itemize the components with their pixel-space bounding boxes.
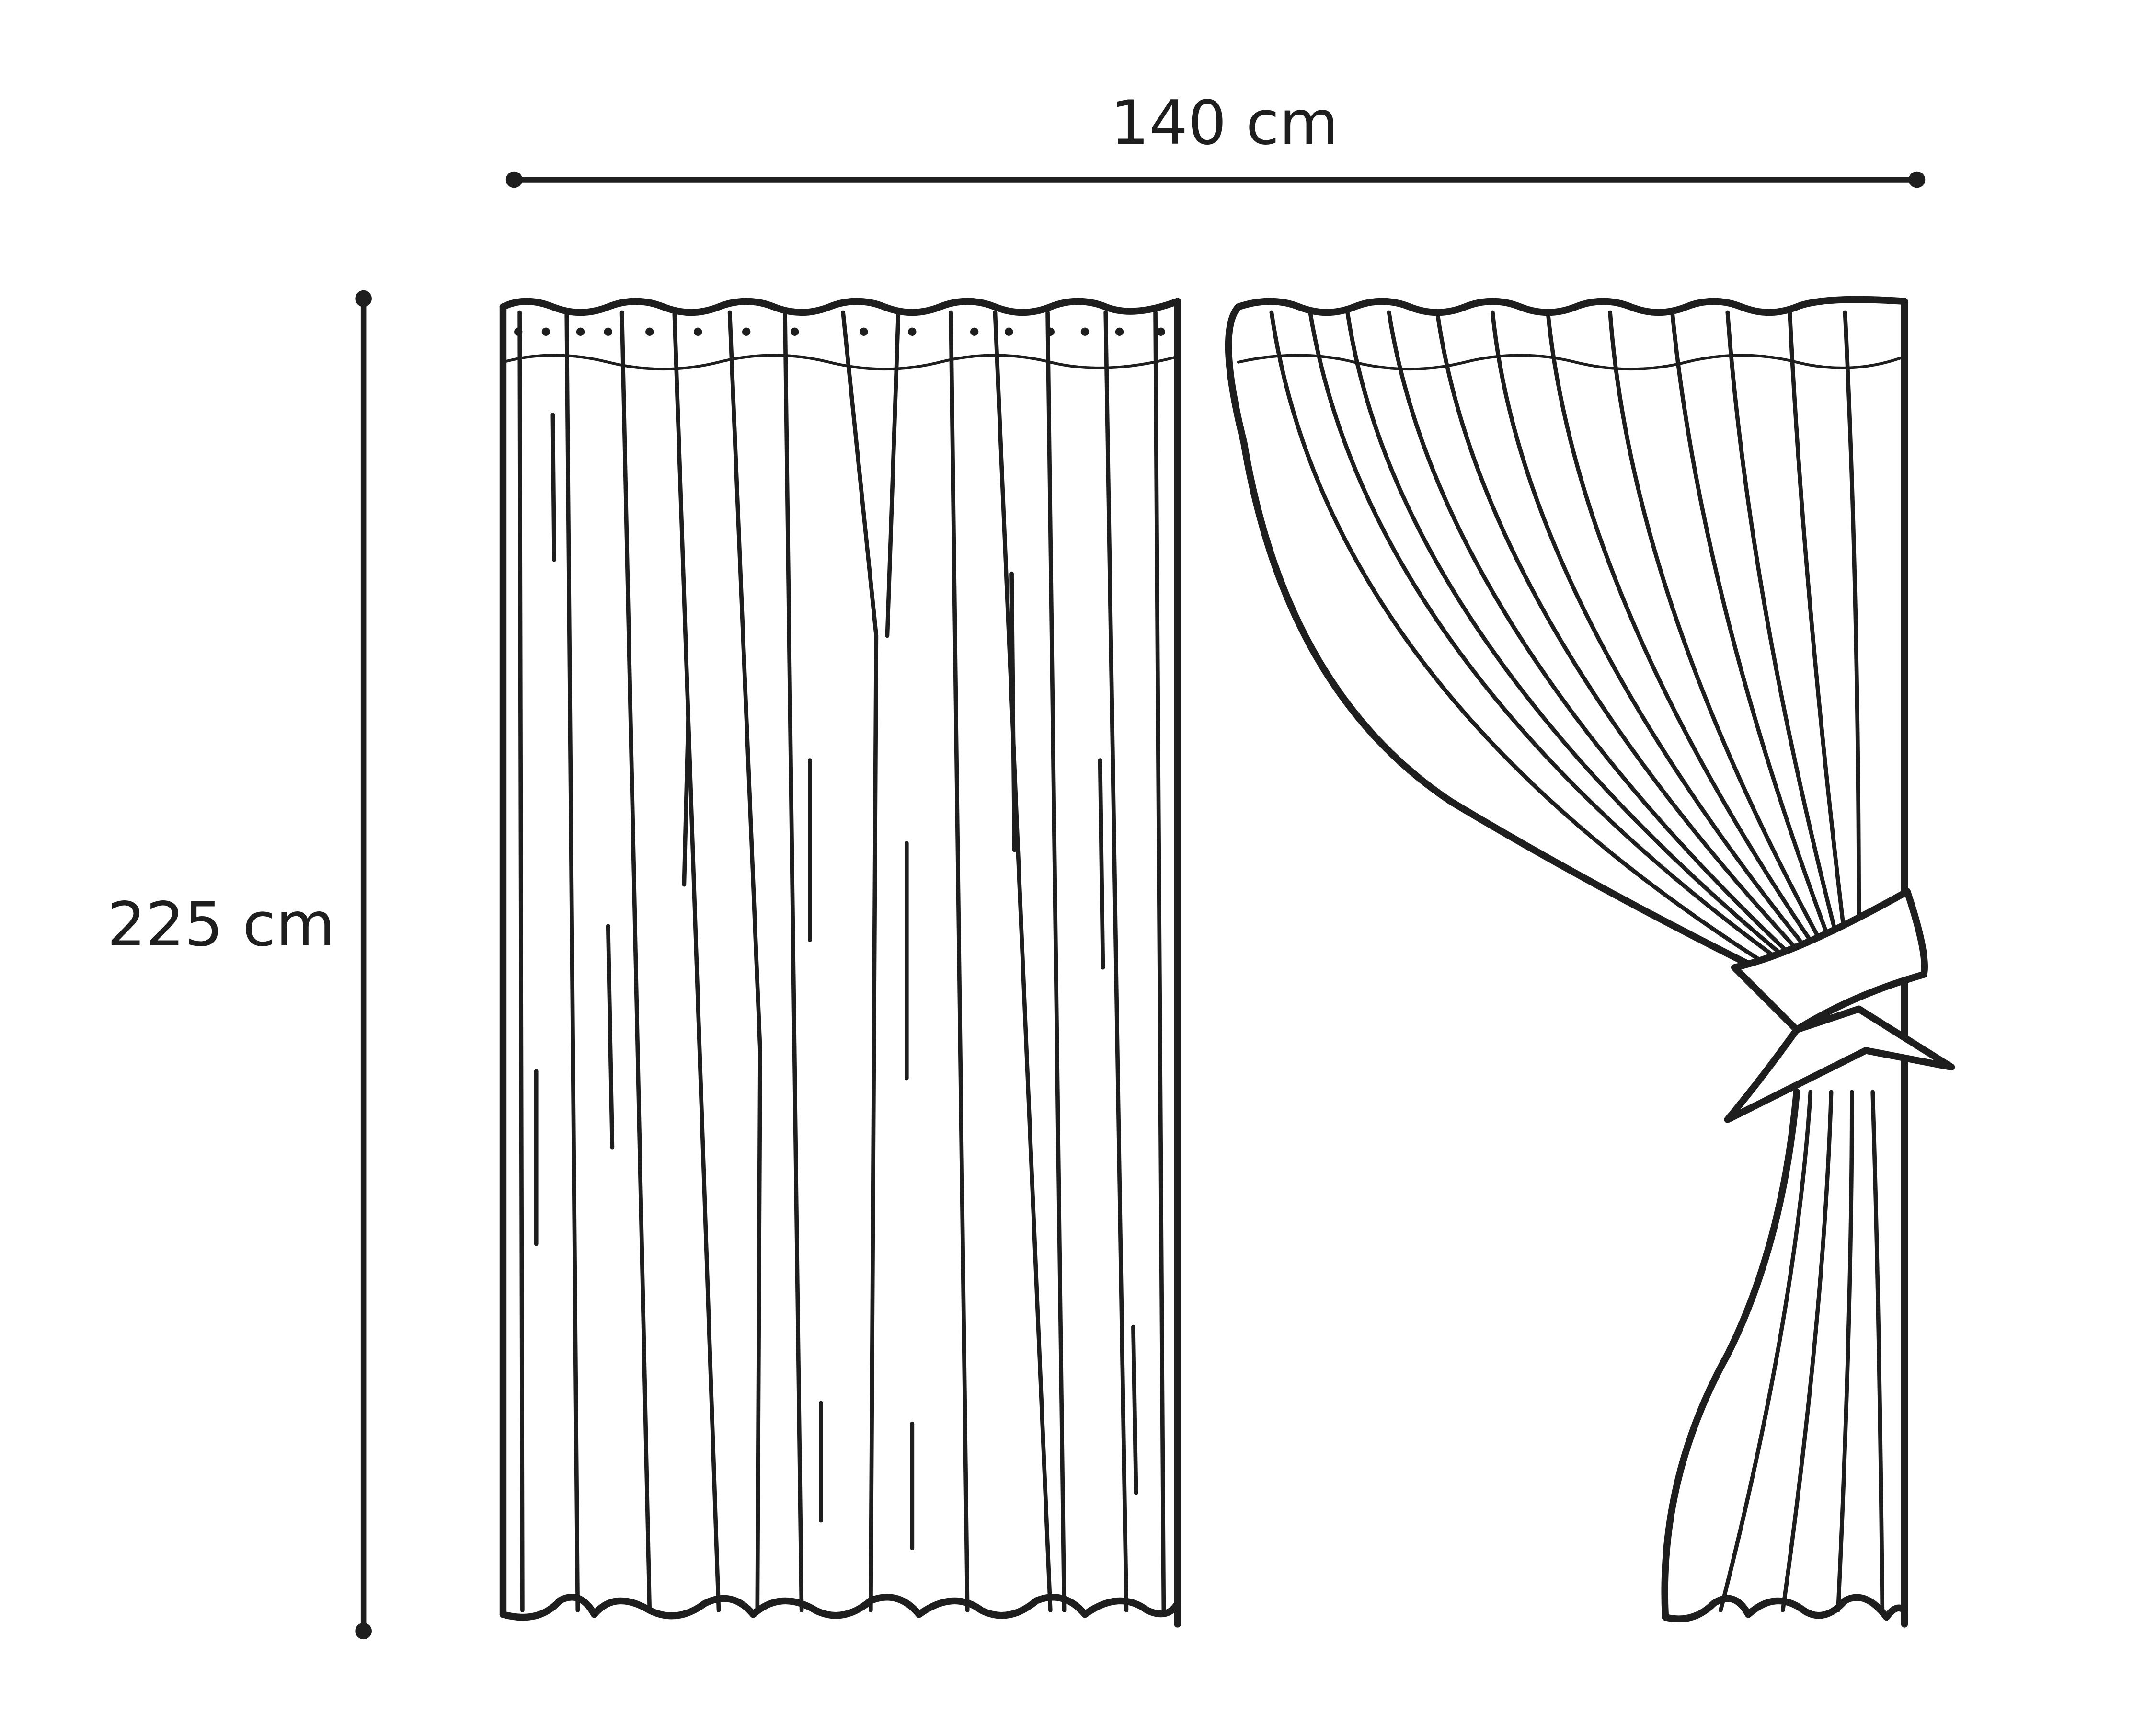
right-curtain — [1225, 296, 1955, 1628]
height-dimension: 225 cm — [107, 290, 372, 1640]
width-label: 140 cm — [1111, 87, 1339, 158]
left-curtain — [499, 298, 1181, 1628]
width-dimension: 140 cm — [505, 87, 1926, 188]
height-label: 225 cm — [107, 889, 335, 960]
